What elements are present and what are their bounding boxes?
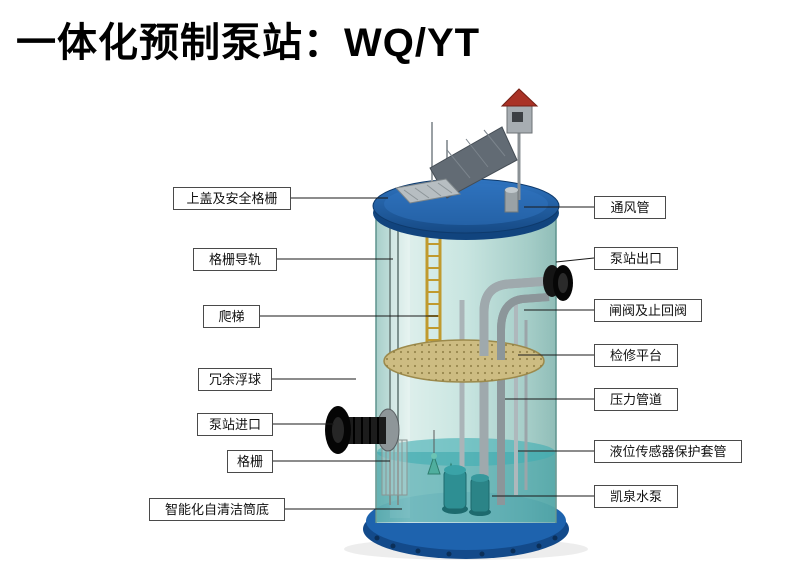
label-grille: 格栅 (227, 450, 273, 473)
control-box (500, 88, 539, 134)
outlet-pipe (543, 265, 573, 301)
submersible-pumps (442, 465, 491, 516)
label-grille-guide-rail: 格栅导轨 (193, 248, 277, 271)
safety-grille-hatch (395, 178, 461, 204)
vent-pipe (504, 187, 519, 213)
label-gate-check-valve: 闸阀及止回阀 (594, 299, 702, 322)
label-vent-pipe: 通风管 (594, 196, 666, 219)
label-pump-inlet: 泵站进口 (197, 413, 273, 436)
label-kaiquan-pump: 凯泉水泵 (594, 485, 678, 508)
label-level-sensor-sleeve: 液位传感器保护套管 (594, 440, 742, 463)
rooftop-equipment (395, 88, 539, 213)
label-pump-outlet: 泵站出口 (594, 247, 678, 270)
page-title: 一体化预制泵站：WQ/YT (16, 21, 481, 65)
pipes-through-platform (479, 276, 550, 360)
label-maintenance-platform: 检修平台 (594, 344, 678, 367)
inlet-pipe (325, 406, 400, 454)
label-top-cover-safety-grille: 上盖及安全格栅 (173, 187, 291, 210)
connector-lines (260, 197, 595, 510)
label-ladder: 爬梯 (203, 305, 260, 328)
maintenance-platform (383, 339, 545, 383)
label-pressure-pipe: 压力管道 (594, 388, 678, 411)
label-self-cleaning-bottom: 智能化自清洁筒底 (149, 498, 285, 521)
label-redundant-float: 冗余浮球 (198, 368, 272, 391)
